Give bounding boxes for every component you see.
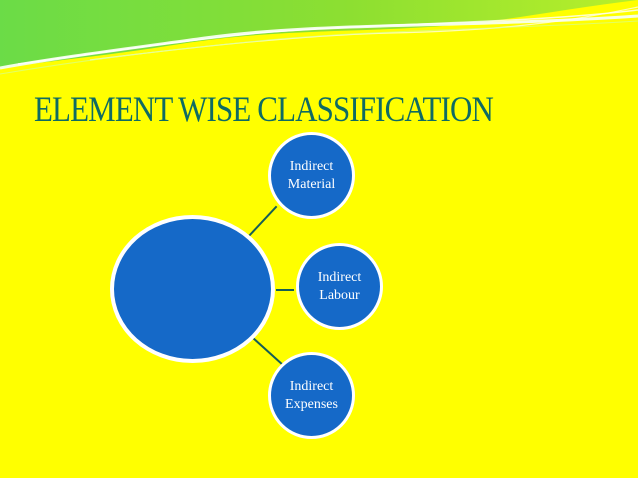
indirect-labour-label: Indirect Labour bbox=[305, 269, 375, 305]
indirect-material-circle: Indirect Material bbox=[268, 132, 355, 219]
main-category-circle bbox=[110, 215, 275, 363]
connector-main-to-expenses bbox=[252, 337, 282, 365]
connector-main-to-material bbox=[247, 206, 277, 238]
indirect-expenses-label: Indirect Expenses bbox=[277, 378, 347, 414]
indirect-labour-circle: Indirect Labour bbox=[296, 243, 383, 330]
indirect-material-label: Indirect Material bbox=[277, 158, 347, 194]
connector-main-to-labour bbox=[276, 289, 294, 291]
indirect-expenses-circle: Indirect Expenses bbox=[268, 352, 355, 439]
